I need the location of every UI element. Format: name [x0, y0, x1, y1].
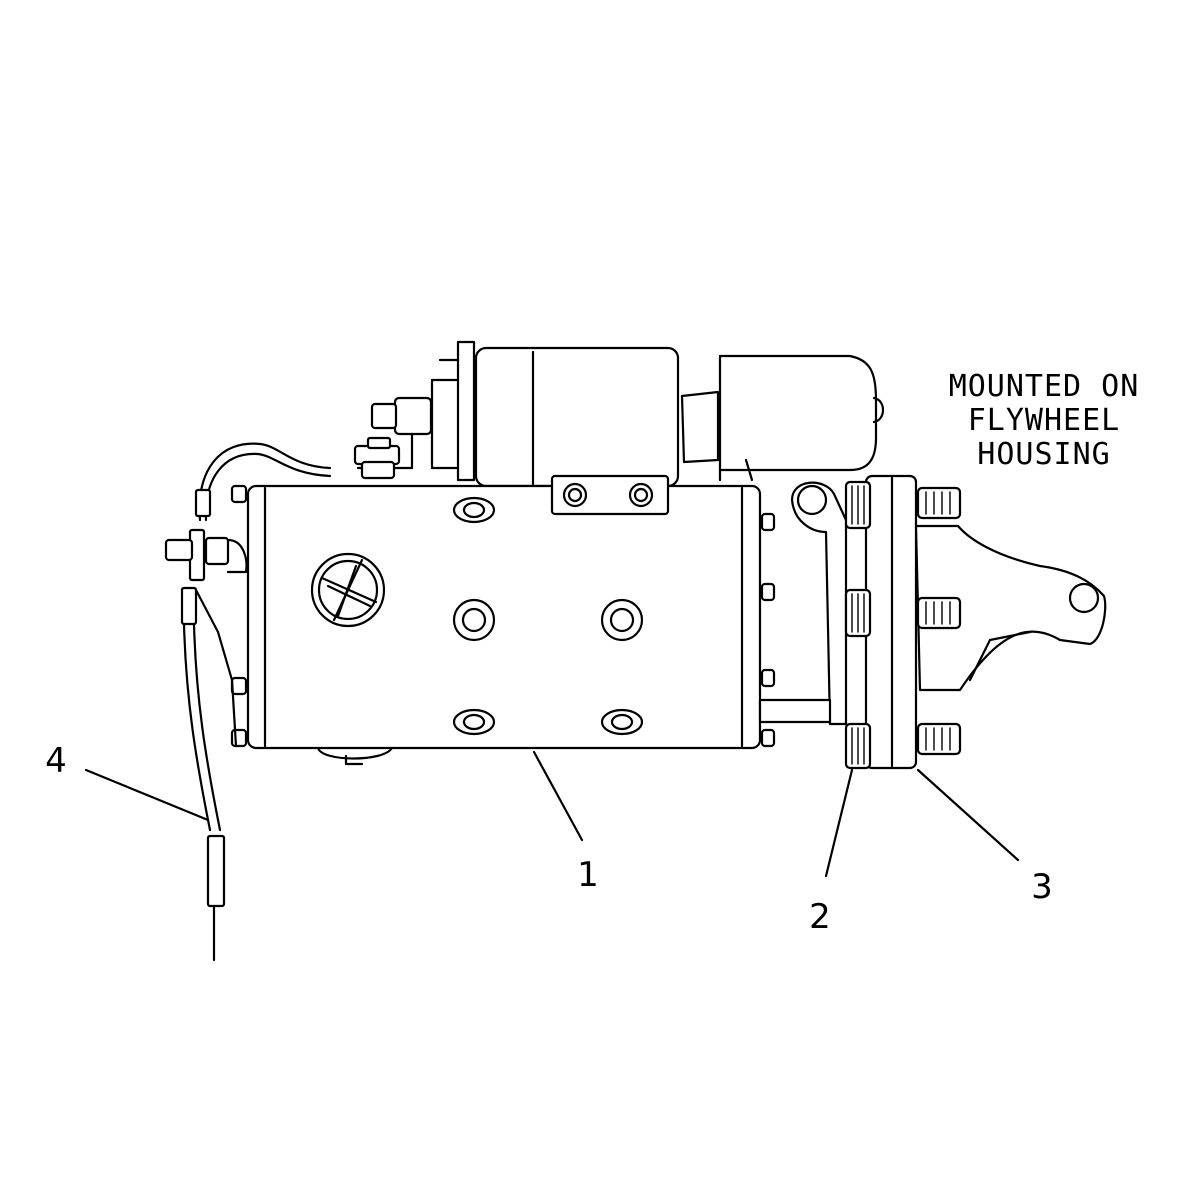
note-line-2: FLYWHEEL: [968, 403, 1121, 438]
solenoid: [353, 340, 680, 488]
screw-heads: [452, 496, 644, 736]
mounting-bolts: [844, 480, 962, 770]
end-cap: [310, 552, 386, 628]
note-line-1: MOUNTED ON: [949, 369, 1140, 404]
leader-3: [916, 768, 1020, 862]
mounting-flange: [758, 474, 1107, 770]
leader-2: [824, 768, 854, 878]
drive-housing: [680, 354, 885, 482]
leader-1: [532, 750, 584, 842]
solenoid-clamp: [550, 474, 670, 516]
leader-lines: [84, 750, 1020, 878]
mounting-note: MOUNTED ON FLYWHEEL HOUSING: [949, 369, 1140, 472]
leader-4: [84, 768, 210, 822]
callout-4: 4: [45, 741, 67, 781]
callout-2: 2: [809, 897, 831, 937]
terminal-and-ground-wire: [164, 442, 332, 962]
callout-3: 3: [1031, 867, 1053, 907]
note-line-3: HOUSING: [977, 437, 1110, 472]
callout-1: 1: [577, 855, 599, 895]
starting-motor: [230, 474, 776, 766]
callouts: 4 1 2 3: [45, 741, 1053, 937]
